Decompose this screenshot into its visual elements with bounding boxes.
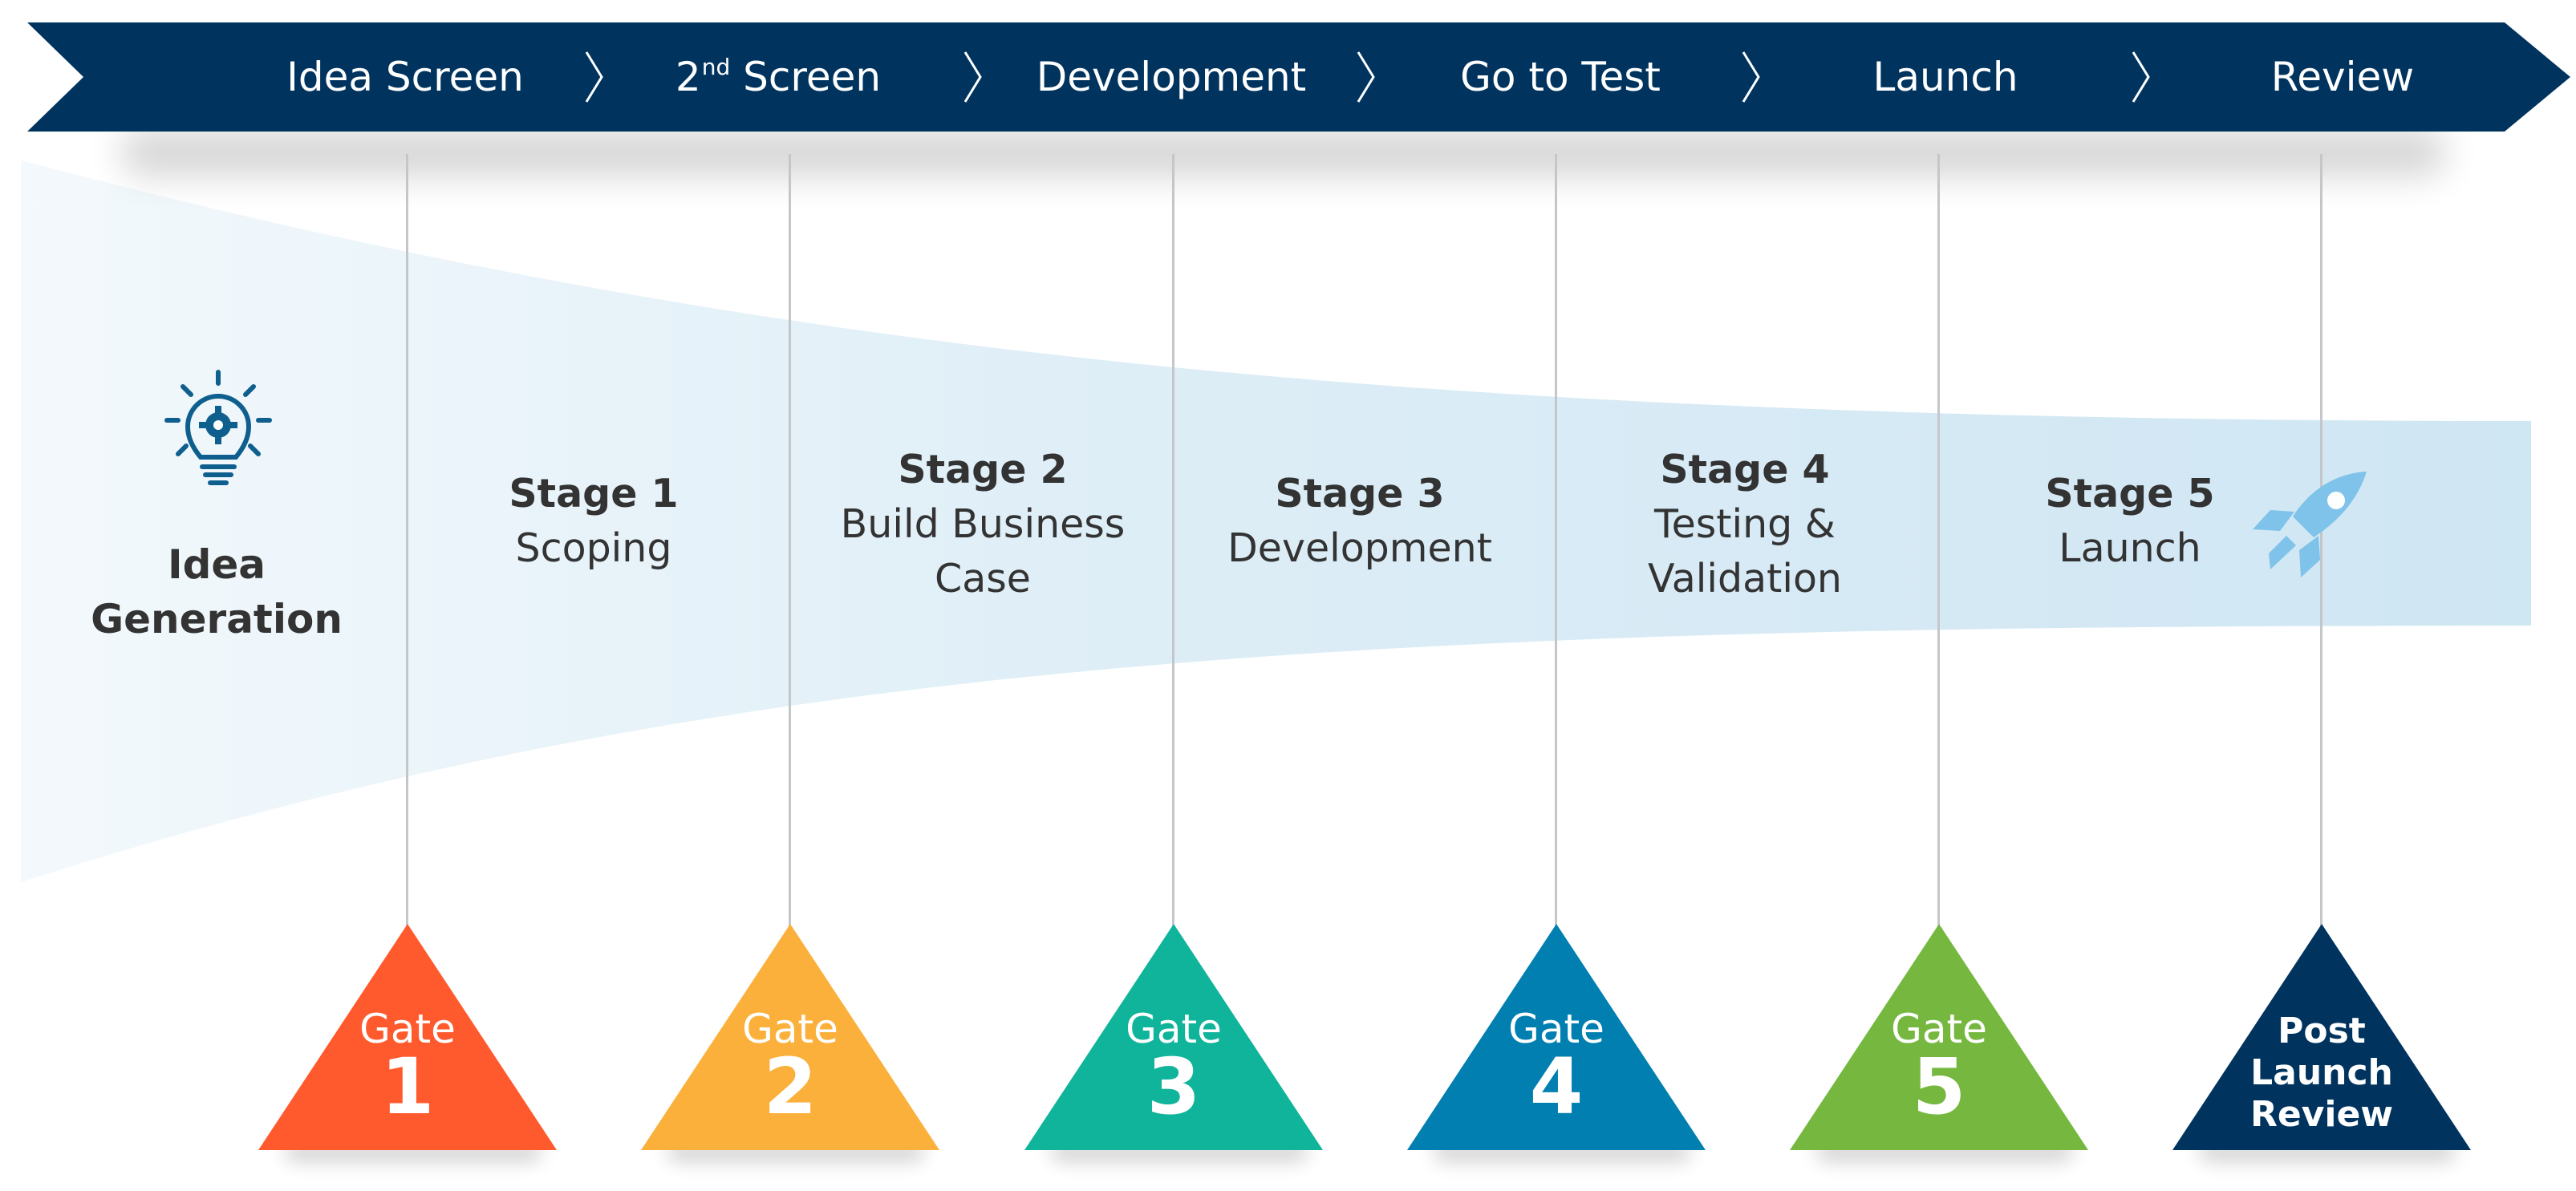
stage-5-title: Stage 5 [2045, 471, 2215, 517]
gate-post-launch-review: Post Launch Review [2172, 924, 2471, 1150]
gate-line-5 [1937, 154, 1940, 932]
stage-5-label: Stage 5 Launch [2006, 467, 2254, 576]
gate-line-4 [1555, 154, 1557, 932]
stage-2-desc-1: Build Business [840, 501, 1126, 547]
phase-go-to-test: Go to Test [1460, 54, 1661, 100]
phase-review: Review [2270, 54, 2415, 100]
gate-line-6 [2320, 154, 2322, 932]
phase-second-screen: 2nd Screen [642, 22, 915, 132]
banner-shadow [120, 128, 2447, 176]
gate-1-word: Gate [359, 1006, 456, 1052]
stage-2-desc-2: Case [935, 556, 1031, 602]
triangle-icon [1024, 924, 1323, 1150]
phase-development: Development [1036, 54, 1307, 100]
triangle-icon [641, 924, 939, 1150]
stage-1-desc: Scoping [515, 525, 672, 571]
idea-line-1: Idea [167, 541, 266, 588]
gate-3-number: 3 [1146, 1042, 1201, 1132]
idea-generation-label: Idea Generation [64, 537, 369, 646]
stage-1-label: Stage 1 Scoping [481, 467, 706, 576]
stage-3-title: Stage 3 [1275, 471, 1445, 517]
stage-2-label: Stage 2 Build Business Case [834, 443, 1131, 606]
gate-3: Gate 3 [1024, 924, 1323, 1150]
idea-line-2: Generation [91, 596, 343, 642]
gate-1: Gate 1 [258, 924, 557, 1150]
gate-2-word: Gate [742, 1006, 838, 1052]
phase-banner [27, 22, 2570, 132]
chevron-right-icon [1741, 50, 1762, 104]
stage-1-title: Stage 1 [509, 471, 679, 517]
rocket-icon [2253, 472, 2367, 577]
stage-3-desc: Development [1227, 525, 1492, 571]
chevron-right-icon [1356, 50, 1377, 104]
gate-4: Gate 4 [1407, 924, 1706, 1150]
chevron-right-icon [963, 50, 984, 104]
lightbulb-gear-icon [164, 370, 272, 485]
chevron-right-icon [2131, 50, 2152, 104]
triangle-icon [2172, 924, 2471, 1150]
gate-line-2 [789, 154, 791, 932]
stage-4-desc-1: Testing & [1653, 501, 1836, 547]
gate-5-number: 5 [1912, 1042, 1966, 1132]
triangle-icon [1790, 924, 2088, 1150]
stage-4-desc-2: Validation [1648, 556, 1842, 602]
phase-second-screen-word: Screen [730, 54, 882, 100]
gate-4-word: Gate [1508, 1006, 1604, 1052]
post-line-1: Post [2278, 1011, 2366, 1051]
stage-3-label: Stage 3 Development [1203, 467, 1516, 576]
gate-1-number: 1 [380, 1042, 435, 1132]
chevron-right-icon [584, 50, 605, 104]
triangle-icon [1407, 924, 1706, 1150]
gate-2: Gate 2 [641, 924, 939, 1150]
gate-4-number: 4 [1529, 1042, 1584, 1132]
gate-5-word: Gate [1891, 1006, 1987, 1052]
phase-idea-screen: Idea Screen [286, 54, 524, 100]
post-line-3: Review [2250, 1094, 2393, 1135]
stage-4-title: Stage 4 [1660, 447, 1830, 492]
phase-second-screen-number: 2 [675, 54, 701, 100]
stage-4-label: Stage 4 Testing & Validation [1613, 443, 1877, 606]
gate-line-3 [1172, 154, 1174, 932]
gate-line-1 [406, 154, 408, 932]
gate-5: Gate 5 [1790, 924, 2088, 1150]
post-launch-review-label: Post Launch Review [2172, 1011, 2471, 1136]
phase-second-screen-suffix: nd [701, 54, 731, 80]
stage-2-title: Stage 2 [898, 447, 1068, 492]
gate-3-word: Gate [1126, 1006, 1222, 1052]
triangle-icon [258, 924, 557, 1150]
gate-2-number: 2 [763, 1042, 817, 1132]
phase-launch: Launch [1872, 54, 2018, 100]
stage-5-desc: Launch [2059, 525, 2201, 571]
post-line-2: Launch [2250, 1052, 2393, 1093]
